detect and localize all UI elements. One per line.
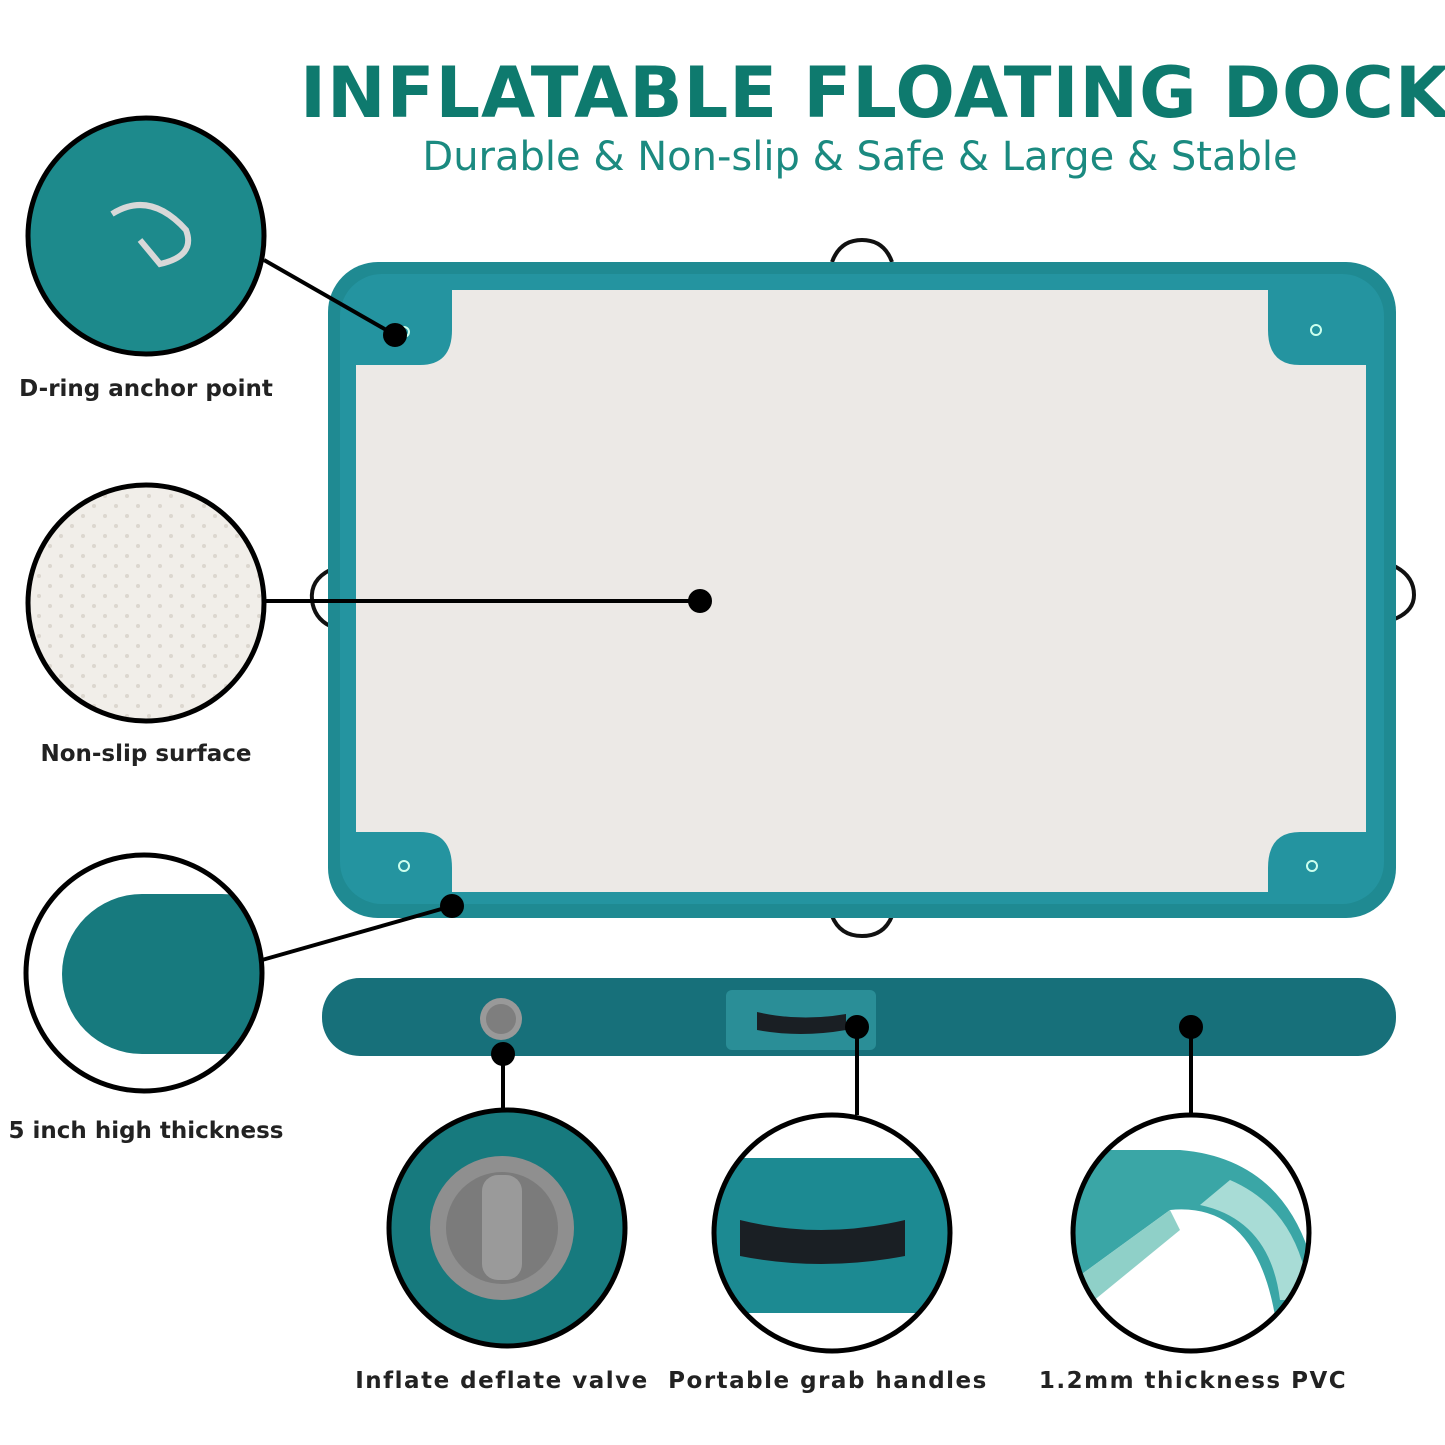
feature-label-pvc: 1.2mm thickness PVC: [1038, 1368, 1348, 1394]
valve-icon: [386, 1107, 628, 1349]
dock-top-view: [328, 262, 1396, 918]
callout-lines: [261, 258, 1203, 1115]
handle-icon: [711, 1112, 953, 1354]
feature-label-handles: Portable grab handles: [668, 1368, 988, 1394]
texture-icon: [25, 482, 267, 724]
thickness-icon: [23, 852, 265, 1094]
deck-surface: [356, 290, 1366, 892]
feature-label-thickness: 5 inch high thickness: [8, 1118, 284, 1144]
feature-label-d-ring: D-ring anchor point: [19, 376, 273, 402]
d-ring-icon: [25, 115, 267, 357]
page-subtitle: Durable & Non-slip & Safe & Large & Stab…: [422, 134, 1298, 180]
page-title: INFLATABLE FLOATING DOCK: [300, 52, 1445, 134]
feature-label-non-slip: Non-slip surface: [40, 741, 252, 767]
feature-label-valve: Inflate deflate valve: [355, 1368, 649, 1394]
pvc-icon: [1070, 1112, 1312, 1354]
